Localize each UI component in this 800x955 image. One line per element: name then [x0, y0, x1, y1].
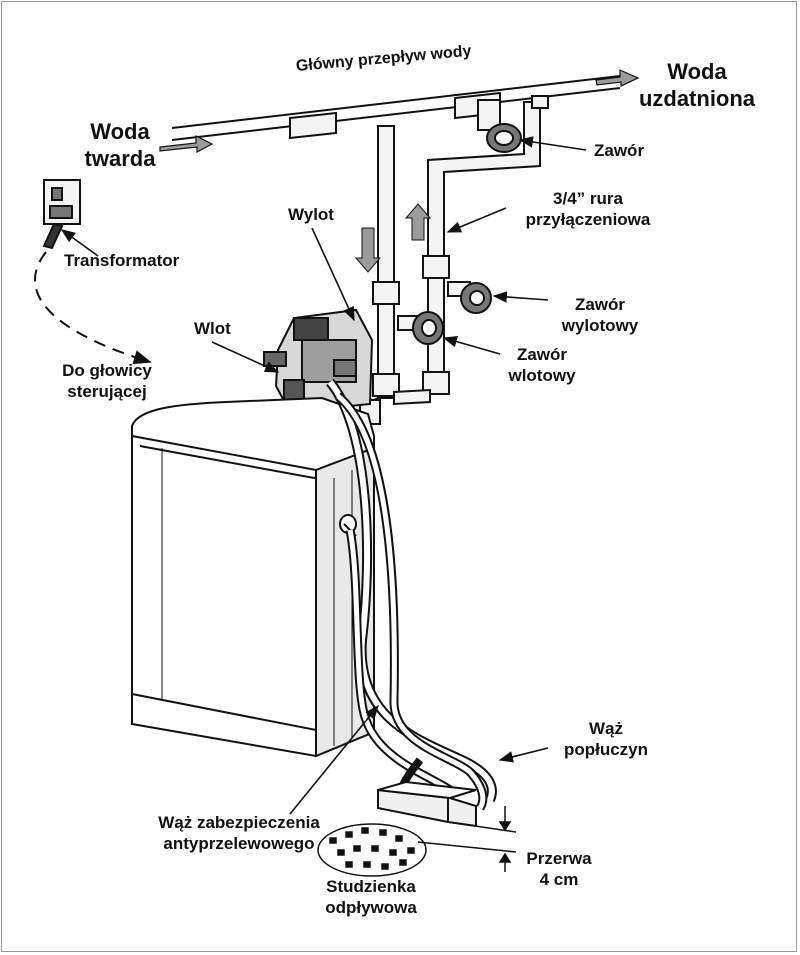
to-control-head-label-line1: Do głowicy	[62, 361, 152, 380]
treated-water-outflow-arrow	[595, 69, 640, 87]
pipe-size-label: 3/4” rura przyłączeniowa	[518, 188, 658, 230]
outlet-label: Wylot	[288, 205, 334, 224]
floor-drain-label-line1: Studzienka	[326, 877, 416, 896]
treated-water-label-line2: uzdatniona	[638, 86, 756, 111]
leader-lines	[60, 136, 587, 815]
air-gap-label: Przerwa 4 cm	[518, 848, 600, 890]
bypass-valve-icon	[477, 99, 522, 153]
treated-water-label-line1: Woda	[667, 59, 727, 84]
inlet-valve-label-line2: wlotowy	[508, 366, 576, 385]
hard-water-label-line1: Woda	[90, 119, 150, 144]
air-gap-label-line1: Przerwa	[526, 849, 592, 868]
overflow-hose-label: Wąż zabezpieczenia antyprzelewowego	[150, 812, 328, 854]
leader-pipe-size	[446, 207, 507, 233]
overflow-hose-label-line2: antyprzelewowego	[163, 834, 315, 853]
flow-up-arrow	[404, 203, 432, 241]
drain-hose-label-line1: Wąż	[589, 719, 623, 738]
floor-drain-label: Studzienka odpływowa	[316, 876, 426, 918]
leader-outlet-valve	[492, 291, 549, 303]
flow-down-arrow	[354, 227, 382, 273]
riser-pipes	[359, 95, 549, 425]
inlet-valve-icon	[397, 311, 444, 345]
drain-hose-label-line2: popłuczyn	[563, 740, 649, 759]
main-water-pipe	[171, 75, 621, 141]
inlet-valve-label-line1: Zawór	[516, 345, 568, 364]
hard-water-label-line2: twarda	[84, 146, 156, 171]
overflow-hose-label-line1: Wąż zabezpieczenia	[158, 813, 320, 832]
hard-water-label: Woda twarda	[70, 118, 170, 172]
hose-outlet-block	[377, 780, 477, 828]
leader-drain-hose	[498, 747, 549, 763]
drain-hoses	[326, 378, 497, 811]
to-control-head-label-line2: sterującej	[67, 382, 147, 401]
air-gap-dimension	[417, 806, 517, 872]
to-control-head-label: Do głowicy sterującej	[50, 360, 164, 402]
leader-overflow-hose	[289, 704, 379, 815]
pipe-size-label-line1: 3/4” rura	[553, 189, 623, 208]
transformer-icon	[42, 179, 81, 250]
inlet-label: Wlot	[194, 319, 231, 338]
transformer-label: Transformator	[64, 251, 180, 270]
control-valve-head	[263, 308, 374, 414]
transformer-cable	[34, 251, 152, 365]
pipe-size-label-line2: przyłączeniowa	[525, 210, 651, 229]
hard-water-inflow-arrow	[159, 135, 214, 153]
drain-hose-label: Wąż popłuczyn	[556, 718, 656, 760]
leader-transformer	[60, 229, 99, 257]
leader-outlet	[311, 227, 355, 322]
air-gap-label-line2: 4 cm	[539, 870, 579, 889]
outlet-valve-icon	[447, 281, 492, 314]
inlet-valve-label: Zawór wlotowy	[494, 344, 590, 386]
valve-label: Zawór	[594, 141, 645, 160]
outlet-valve-label-line1: Zawór	[574, 295, 626, 314]
leader-valve	[518, 136, 587, 151]
softener-tank	[131, 396, 375, 758]
outlet-valve-label-line2: wylotowy	[561, 316, 639, 335]
floor-drain-label-line2: odpływowa	[325, 898, 417, 917]
outlet-valve-label: Zawór wylotowy	[552, 294, 648, 336]
treated-water-label: Woda uzdatniona	[632, 58, 762, 112]
floor-drain-icon	[317, 823, 427, 877]
leader-inlet-valve	[442, 336, 501, 355]
leader-inlet	[211, 341, 280, 373]
